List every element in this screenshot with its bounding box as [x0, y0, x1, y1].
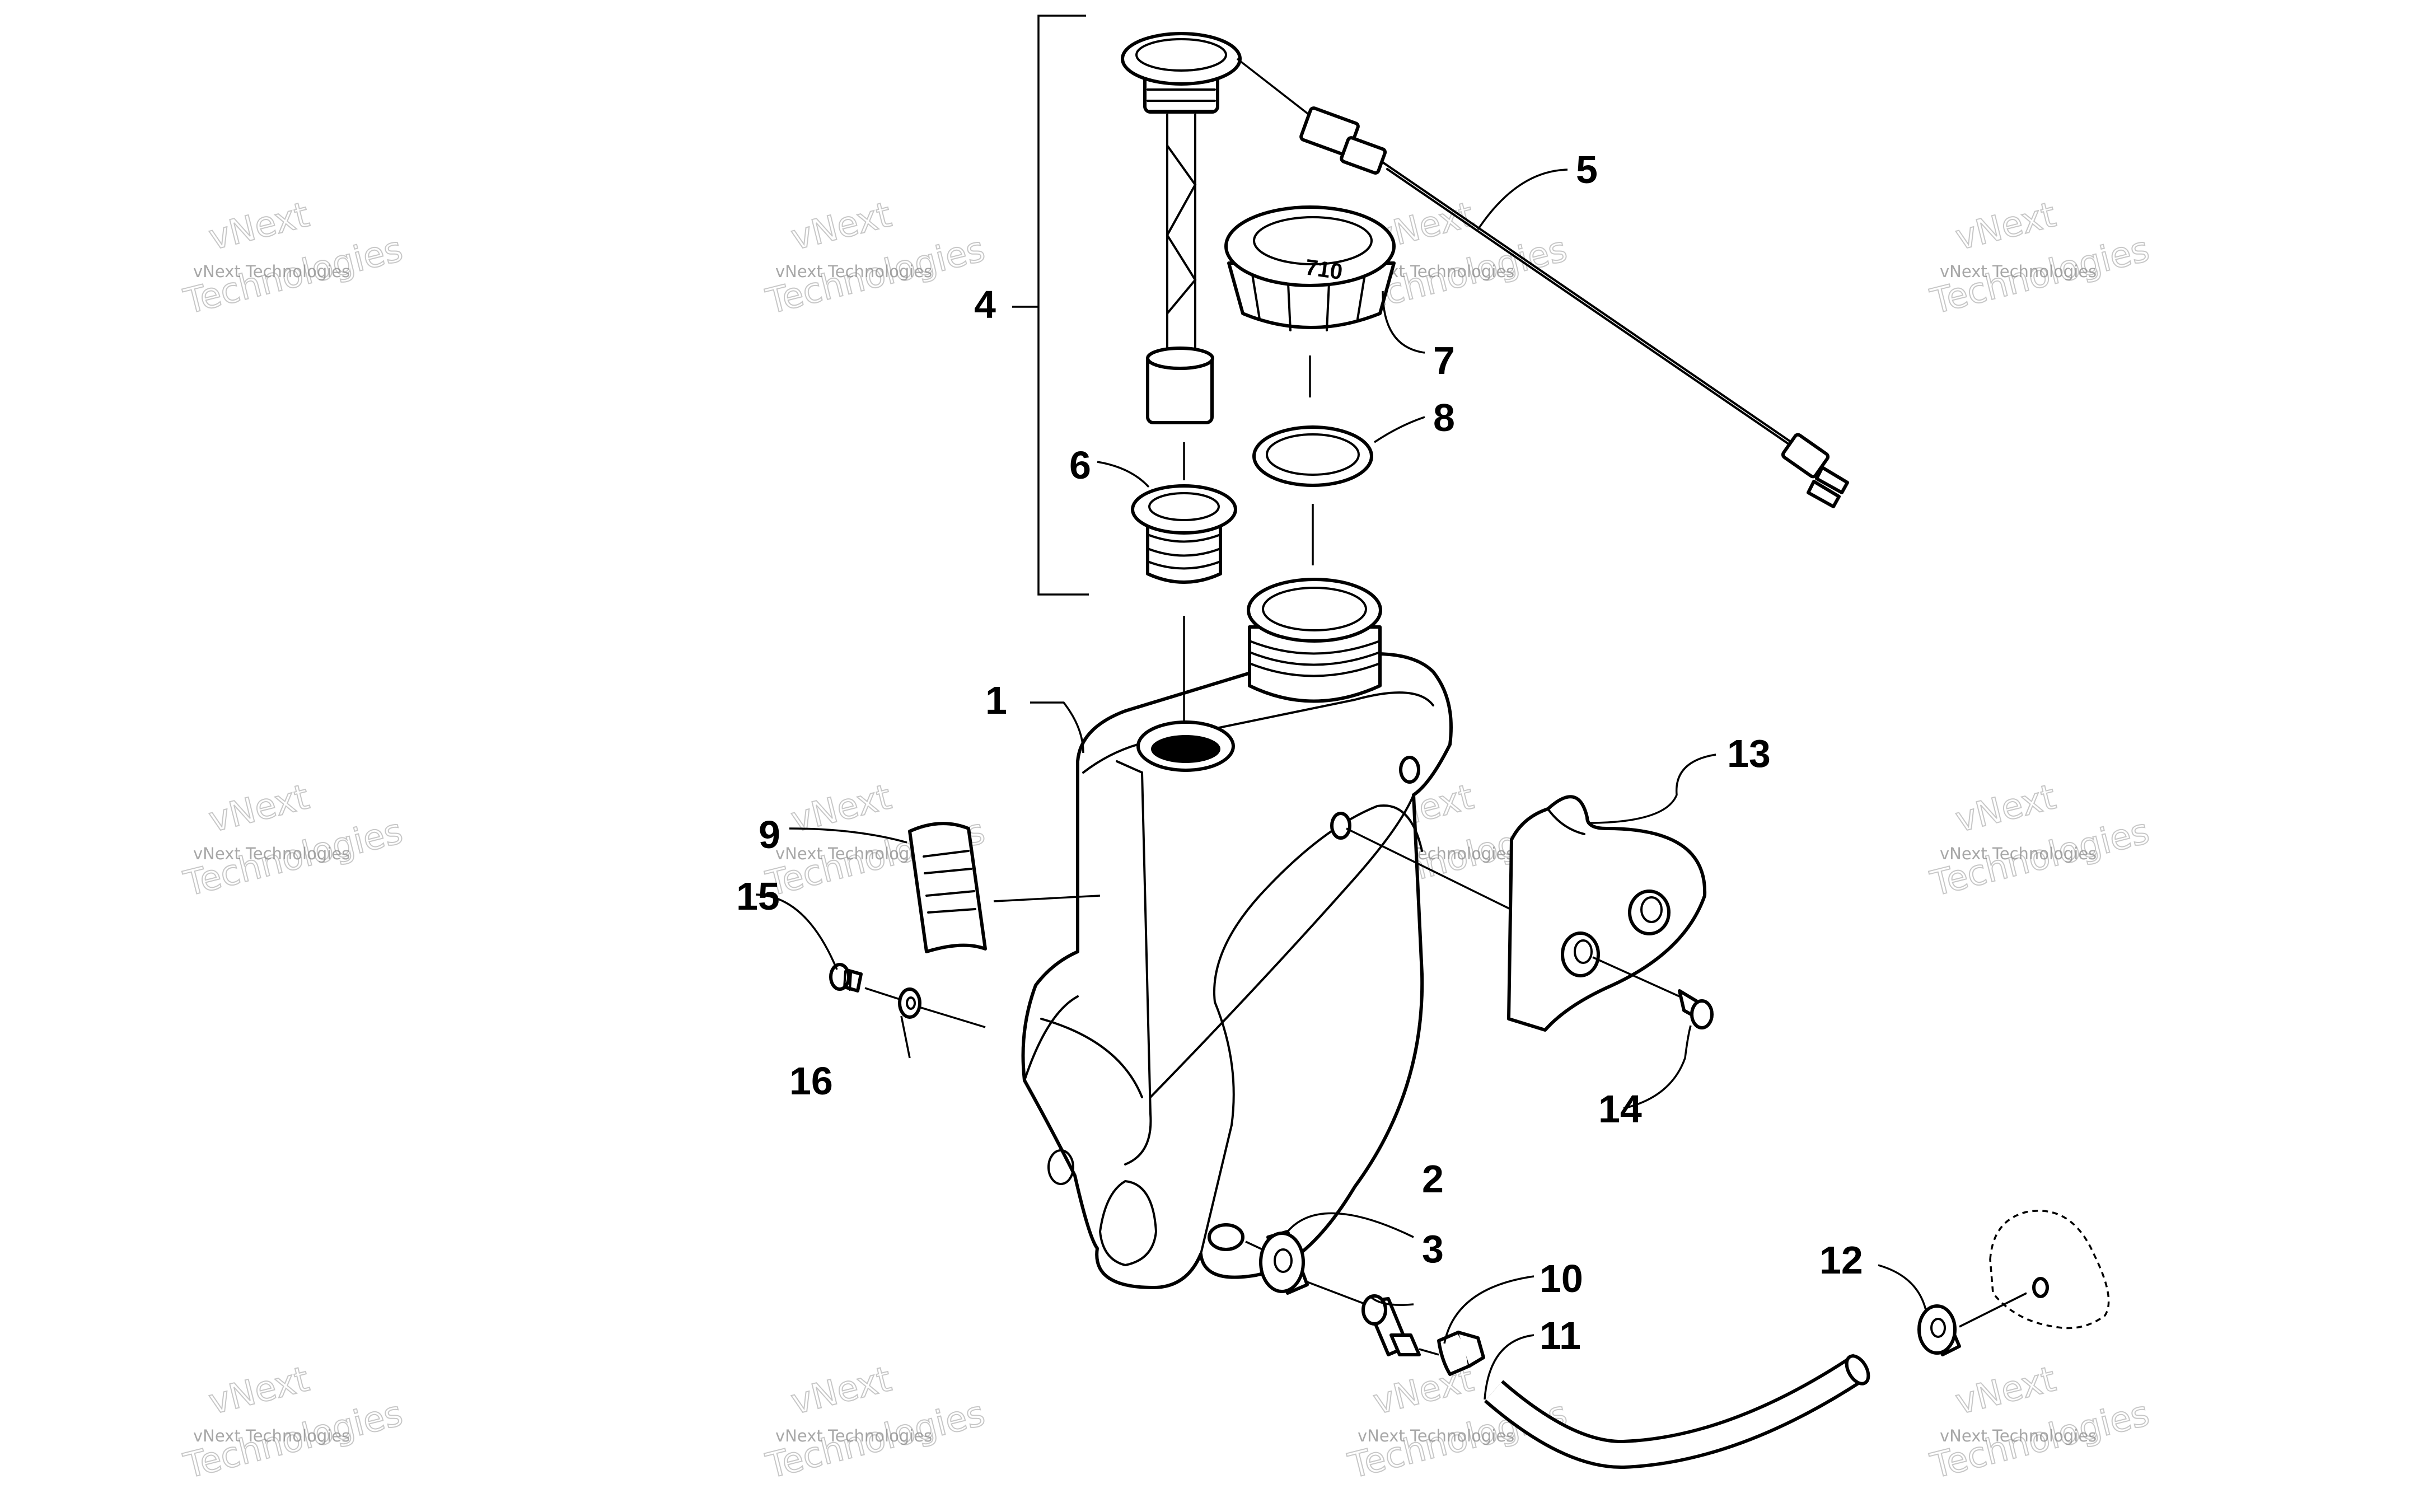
callout-16: 16 [789, 1059, 833, 1103]
washer-16-part [864, 987, 986, 1028]
watermark-big-top: vNext [205, 194, 313, 258]
hose-part [1484, 1354, 1870, 1469]
callout-4: 4 [974, 283, 996, 326]
watermark-line: vNext Technologies [193, 262, 350, 281]
callout-5: 5 [1576, 148, 1598, 191]
callout-1: 1 [985, 678, 1007, 722]
cap-marking: 710 [1304, 255, 1344, 284]
grommet-12-part [1917, 1210, 2110, 1356]
callout-3: 3 [1422, 1227, 1444, 1271]
watermark-big-top: vNext [205, 1358, 313, 1422]
callout-labels: 1 2 3 4 5 6 7 8 9 10 11 12 13 14 15 16 [736, 148, 1863, 1357]
watermark-big-top: vNext [787, 194, 895, 258]
bushing-part [1131, 442, 1237, 584]
screw-15-part [829, 963, 863, 993]
screw-14-part [1678, 989, 1714, 1029]
watermark-line: vNext Technologies [775, 844, 932, 863]
watermark-line: vNext Technologies [775, 262, 932, 281]
watermark-big-top: vNext [1952, 776, 2060, 840]
watermark-line: vNext Technologies [1940, 262, 2097, 281]
fitting-3-part [1361, 1294, 1439, 1356]
callout-11: 11 [1540, 1314, 1581, 1357]
watermark-line: vNext Technologies [775, 1426, 932, 1445]
watermark-big-top: vNext [1952, 1358, 2060, 1422]
decal-part [908, 822, 1101, 953]
callout-14: 14 [1598, 1087, 1642, 1131]
filler-cap-part: 710 [1224, 205, 1396, 397]
watermark-big-top: vNext [205, 776, 313, 840]
callout-9: 9 [759, 813, 780, 856]
watermark-line: vNext Technologies [193, 1426, 350, 1445]
sender-gauge-assembly [1121, 32, 1242, 424]
callout-13: 13 [1727, 732, 1771, 775]
heat-shield-part [1346, 795, 1707, 1032]
hose-clamp-part [1437, 1331, 1485, 1376]
wire-harness-part [1236, 58, 1849, 508]
watermark-line: vNext Technologies [1940, 1426, 2097, 1445]
callout-15: 15 [736, 874, 780, 918]
callout-12: 12 [1819, 1238, 1863, 1282]
callout-10: 10 [1540, 1257, 1583, 1300]
gasket-part [1252, 425, 1373, 565]
callout-6: 6 [1069, 443, 1091, 487]
watermark-line: vNext Technologies [193, 844, 350, 863]
assembly-bracket [1012, 15, 1089, 596]
watermark-big-top: vNext [787, 1358, 895, 1422]
watermark-big-top: vNext [1952, 194, 2060, 258]
callout-8: 8 [1433, 396, 1455, 439]
callout-2: 2 [1422, 1157, 1444, 1201]
grommet-2-part [1245, 1230, 1367, 1305]
watermark-line: vNext Technologies [1358, 1426, 1514, 1445]
watermark-line: vNext Technologies [1940, 844, 2097, 863]
callout-7: 7 [1433, 339, 1455, 382]
leader-lines [755, 168, 1927, 1400]
oil-tank-body [1021, 578, 1453, 1289]
